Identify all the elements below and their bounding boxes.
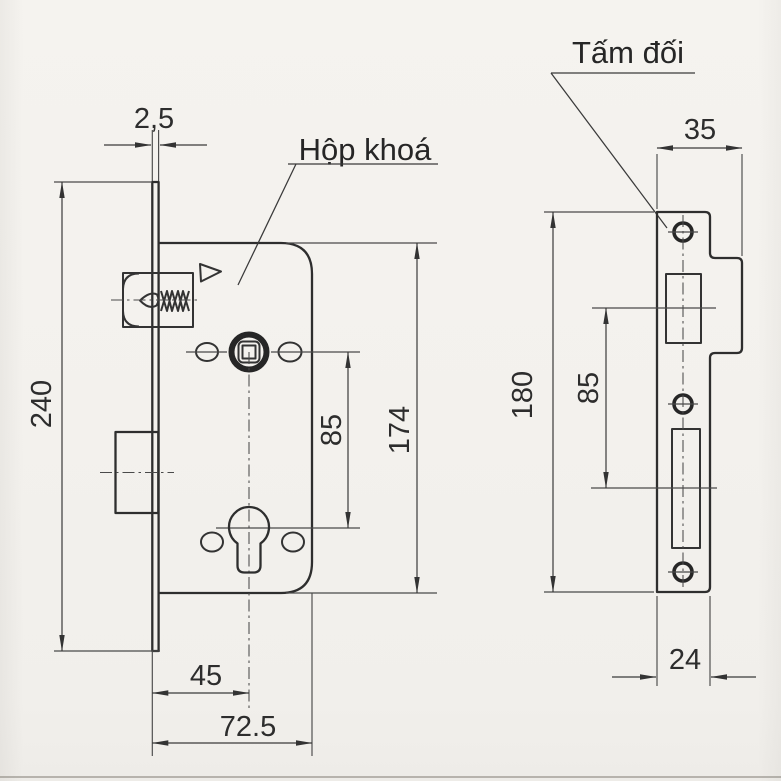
label-strike-plate: Tấm đối: [572, 35, 684, 70]
faceplate-outline: [151, 180, 160, 653]
dim-text-plate-length: 180: [507, 371, 539, 419]
dim-text-overall-width: 72.5: [220, 711, 276, 743]
triangle-marker-icon: [199, 263, 222, 283]
dim-text-body-height: 174: [384, 406, 416, 454]
strike-plate-view: Tấm đối 35 85 180: [507, 35, 756, 686]
dim-text-backset: 45: [190, 660, 222, 692]
cylinder-screw-hole-right: [281, 531, 305, 553]
scanner-edge-shadow: [0, 776, 781, 778]
latch-notch-top: [122, 272, 140, 290]
dim-text-strike-width: 35: [684, 114, 716, 146]
latch-spring-coil-b: [160, 290, 190, 312]
lock-body-view: 2,5 240 174 85: [26, 103, 438, 756]
lock-case-outline: [158, 241, 314, 595]
dim-text-strike-centers: 85: [573, 372, 605, 404]
deadbolt: [114, 430, 160, 515]
dim-text-plate-width: 24: [669, 644, 701, 676]
label-lock-body: Hộp khoá: [299, 132, 432, 167]
label-lock-body-leader: [237, 163, 297, 286]
strike-plate-outline: [655, 210, 744, 594]
dim-text-faceplate-thickness: 2,5: [134, 103, 174, 135]
euro-cylinder-keyhole: [227, 505, 271, 574]
latch-notch-bottom: [122, 310, 140, 328]
cylinder-screw-hole-left: [200, 531, 224, 553]
dim-text-faceplate-length: 240: [26, 380, 58, 428]
label-strike-plate-leader: [550, 72, 668, 229]
dim-text-lock-centers: 85: [316, 414, 348, 446]
